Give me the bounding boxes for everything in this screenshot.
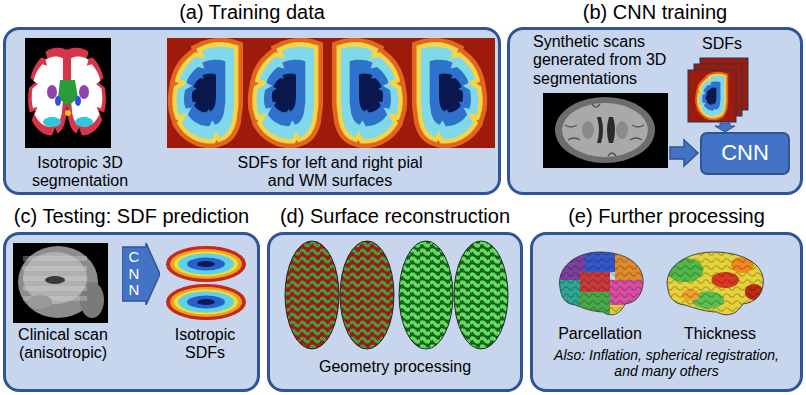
image-caption: Thickness	[665, 325, 775, 343]
image-caption: Synthetic scans generated from 3D segmen…	[533, 33, 693, 88]
arrow-shape	[122, 243, 160, 305]
stage-panel: (a) Training dataIsotropic 3D segmentati…	[3, 0, 501, 195]
panel-heading: (d) Surface reconstruction	[267, 205, 523, 228]
cnn-box: CNN	[700, 132, 790, 175]
image-caption: SDFs for left and right pial and WM surf…	[230, 154, 430, 191]
arrow-outline	[122, 243, 160, 305]
stage-panel: (b) CNN trainingSynthetic scans generate…	[507, 0, 803, 195]
image-caption: Isotropic 3D segmentation	[15, 154, 145, 191]
cnn-label: CNN	[721, 141, 769, 165]
stage-panel: (d) Surface reconstructionGeometry proce…	[267, 204, 523, 392]
note-text: Also: Inflation, spherical registration,…	[548, 347, 785, 379]
cnn-arrow: CNN	[122, 243, 160, 305]
stage-panel: (e) Further processingParcellation Thickn…	[530, 204, 803, 392]
panel-heading: (b) CNN training	[507, 1, 803, 24]
image-caption: Parcellation	[545, 325, 655, 343]
image-caption: Clinical scan (anisotropic)	[8, 326, 118, 363]
clinical-scan	[13, 243, 108, 323]
stage-panel: (c) Testing: SDF predictionClinical scan…	[3, 204, 260, 392]
panel-heading: (c) Testing: SDF prediction	[3, 205, 260, 228]
sdf-images	[167, 38, 495, 148]
sdf-stack	[688, 58, 748, 122]
image-caption: SDFs	[697, 35, 747, 53]
image-caption: Geometry processing	[267, 358, 523, 376]
segmentation-image	[25, 38, 111, 148]
image-caption: Isotropic SDFs	[155, 326, 255, 363]
panel-heading: (e) Further processing	[530, 205, 803, 228]
cnn-label: CNN	[127, 249, 142, 299]
panel-heading: (a) Training data	[3, 1, 501, 24]
synthetic-scan	[543, 93, 668, 168]
